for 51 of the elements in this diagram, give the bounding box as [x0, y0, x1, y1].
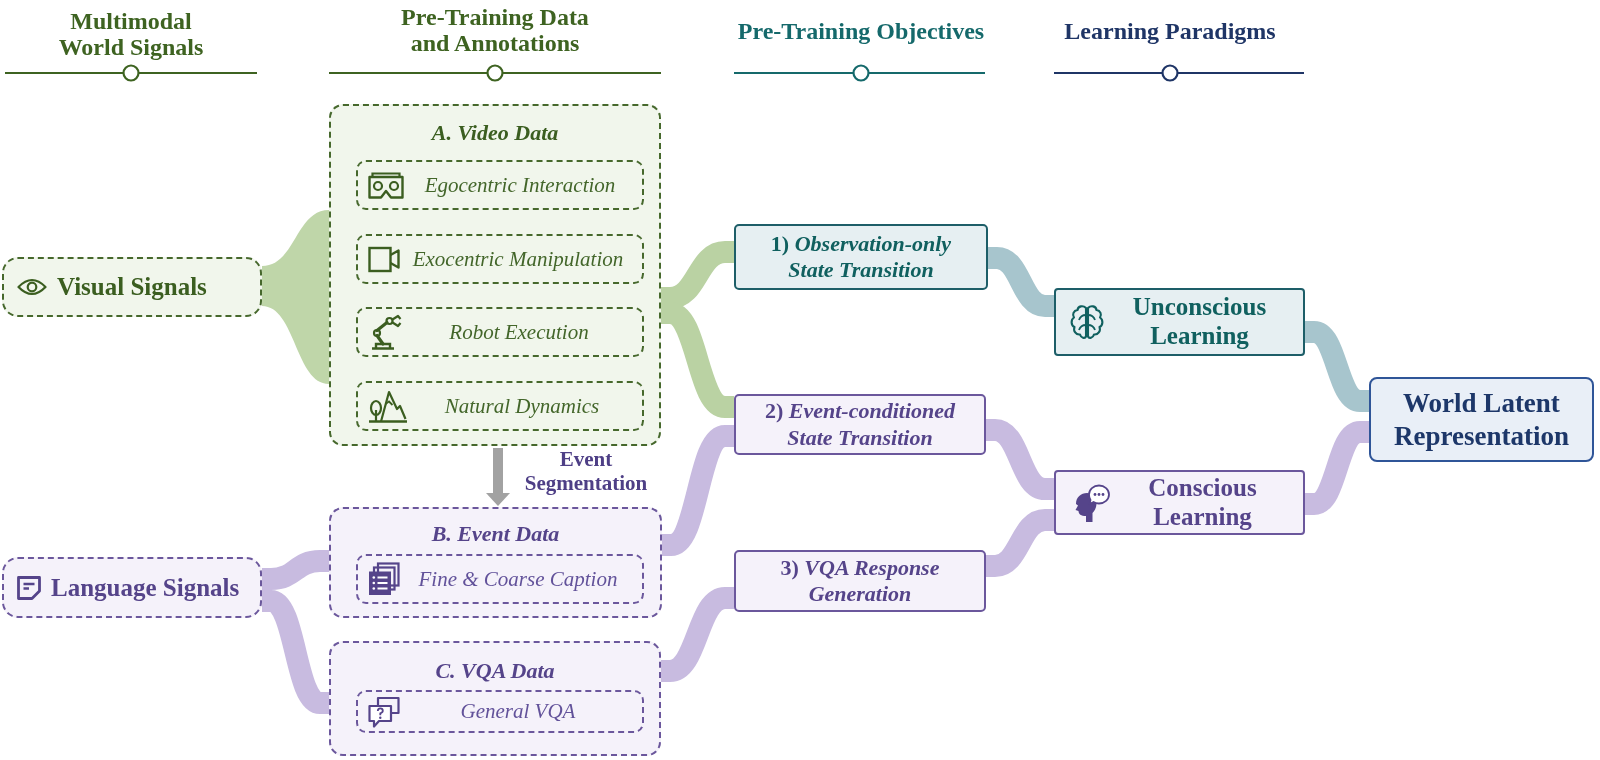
panel-title: B. Event Data	[430, 521, 561, 547]
connector-ribbon	[659, 587, 736, 682]
connector-band	[262, 210, 329, 384]
objective-box	[734, 394, 986, 455]
node-text: Visual Signals	[57, 273, 207, 301]
connector-ribbon	[260, 550, 331, 590]
data-item-box	[356, 381, 644, 431]
paradigm-box	[1054, 470, 1305, 535]
connector-ribbon	[984, 419, 1056, 500]
node-text: Unconscious Learning	[1131, 293, 1268, 351]
connector-ribbon	[660, 425, 736, 556]
node-text: World Latent Representation	[1393, 387, 1570, 452]
node-text: Language Signals	[51, 573, 240, 602]
panel-title: C. VQA Data	[434, 658, 556, 684]
output-box	[1369, 377, 1594, 462]
connector-ribbon	[1303, 421, 1371, 515]
column-header: Multimodal World Signals	[57, 8, 205, 60]
connector-ribbon	[984, 509, 1056, 577]
node-text: 1) Observation-only State Transition	[769, 230, 953, 284]
objective-box	[734, 550, 986, 612]
connector-ribbon	[659, 241, 736, 309]
data-item-box	[356, 234, 644, 284]
column-header: Learning Paradigms	[1063, 18, 1277, 44]
node-text: 3) VQA Response Generation	[779, 554, 941, 608]
connector-ribbon	[260, 590, 331, 714]
objective-box	[734, 224, 988, 290]
signal-box	[2, 257, 262, 317]
paradigm-box	[1054, 288, 1305, 356]
arrow	[486, 448, 510, 506]
item-text: Fine & Coarse Caption	[417, 566, 619, 592]
connector-ribbon	[986, 247, 1056, 317]
data-panel	[329, 104, 661, 446]
data-item-box	[356, 160, 644, 210]
signal-box	[2, 557, 262, 618]
column-header: Pre-Training Objectives	[736, 18, 986, 44]
item-text: Exocentric Manipulation	[411, 246, 625, 272]
edge-label: Event Segmentation	[523, 447, 649, 495]
data-item-box	[356, 554, 644, 604]
item-text: General VQA	[459, 699, 577, 724]
item-text: Egocentric Interaction	[423, 172, 617, 198]
item-text: Robot Execution	[448, 319, 590, 345]
data-panel	[329, 507, 662, 618]
column-header: Pre-Training Data and Annotations	[400, 4, 590, 56]
node-text: Conscious Learning	[1147, 473, 1258, 532]
panel-title: A. Video Data	[429, 120, 560, 146]
data-panel	[329, 641, 661, 756]
connector-ribbon	[1303, 321, 1371, 412]
item-text: Natural Dynamics	[443, 393, 601, 419]
node-text: 2) Event-conditioned State Transition	[763, 398, 957, 451]
data-item-box	[356, 307, 644, 357]
data-item-box	[356, 690, 644, 733]
